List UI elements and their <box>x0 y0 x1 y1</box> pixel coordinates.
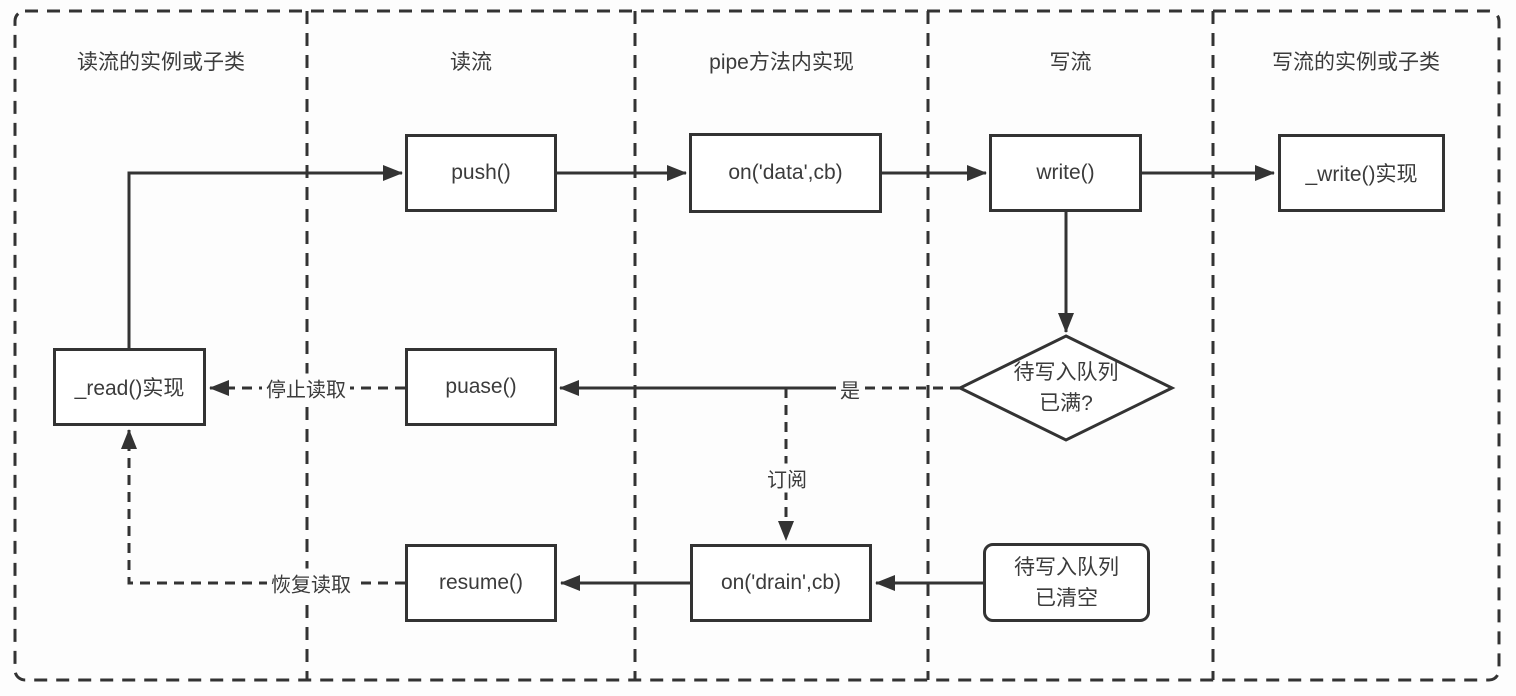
edge-label-stop-reading: 停止读取 <box>262 373 350 403</box>
node-pause[interactable]: puase() <box>405 348 557 426</box>
node-queue-full-line1: 待写入队列 <box>1013 361 1119 384</box>
lane-title-writer: 写流 <box>1049 51 1092 74</box>
node-on-data[interactable]: on('data',cb) <box>689 133 882 213</box>
node-queue-empty[interactable]: 待写入队列 已清空 <box>983 543 1150 622</box>
node-queue-empty-line2: 已清空 <box>1035 586 1098 610</box>
node-push[interactable]: push() <box>405 134 557 212</box>
edge-read-to-push <box>127 165 403 348</box>
node-write-impl[interactable]: _write()实现 <box>1278 134 1445 212</box>
swimlane-pool-border <box>13 9 1501 682</box>
node-queue-empty-line1: 待写入队列 <box>1014 555 1119 579</box>
edge-label-subscribe: 订阅 <box>763 463 811 493</box>
lane-title-reader: 读流 <box>450 51 492 74</box>
node-queue-full-line2: 已满? <box>1039 392 1093 415</box>
lane-title-pipe-impl: pipe方法内实现 <box>709 51 854 74</box>
decision-diamond-queue-full[interactable] <box>956 334 1176 442</box>
lane-title-reader-instance: 读流的实例或子类 <box>77 51 245 74</box>
edge-label-resume-reading: 恢复读取 <box>267 568 355 598</box>
node-write[interactable]: write() <box>989 134 1142 212</box>
lane-title-writer-instance: 写流的实例或子类 <box>1272 51 1440 74</box>
node-resume[interactable]: resume() <box>405 544 557 622</box>
node-queue-full-label: 待写入队列 已满? <box>966 357 1166 419</box>
edge-label-yes: 是 <box>836 374 864 404</box>
edge-resume-to-read <box>121 429 405 585</box>
node-read-impl[interactable]: _read()实现 <box>53 348 206 426</box>
node-on-drain[interactable]: on('drain',cb) <box>690 544 872 622</box>
